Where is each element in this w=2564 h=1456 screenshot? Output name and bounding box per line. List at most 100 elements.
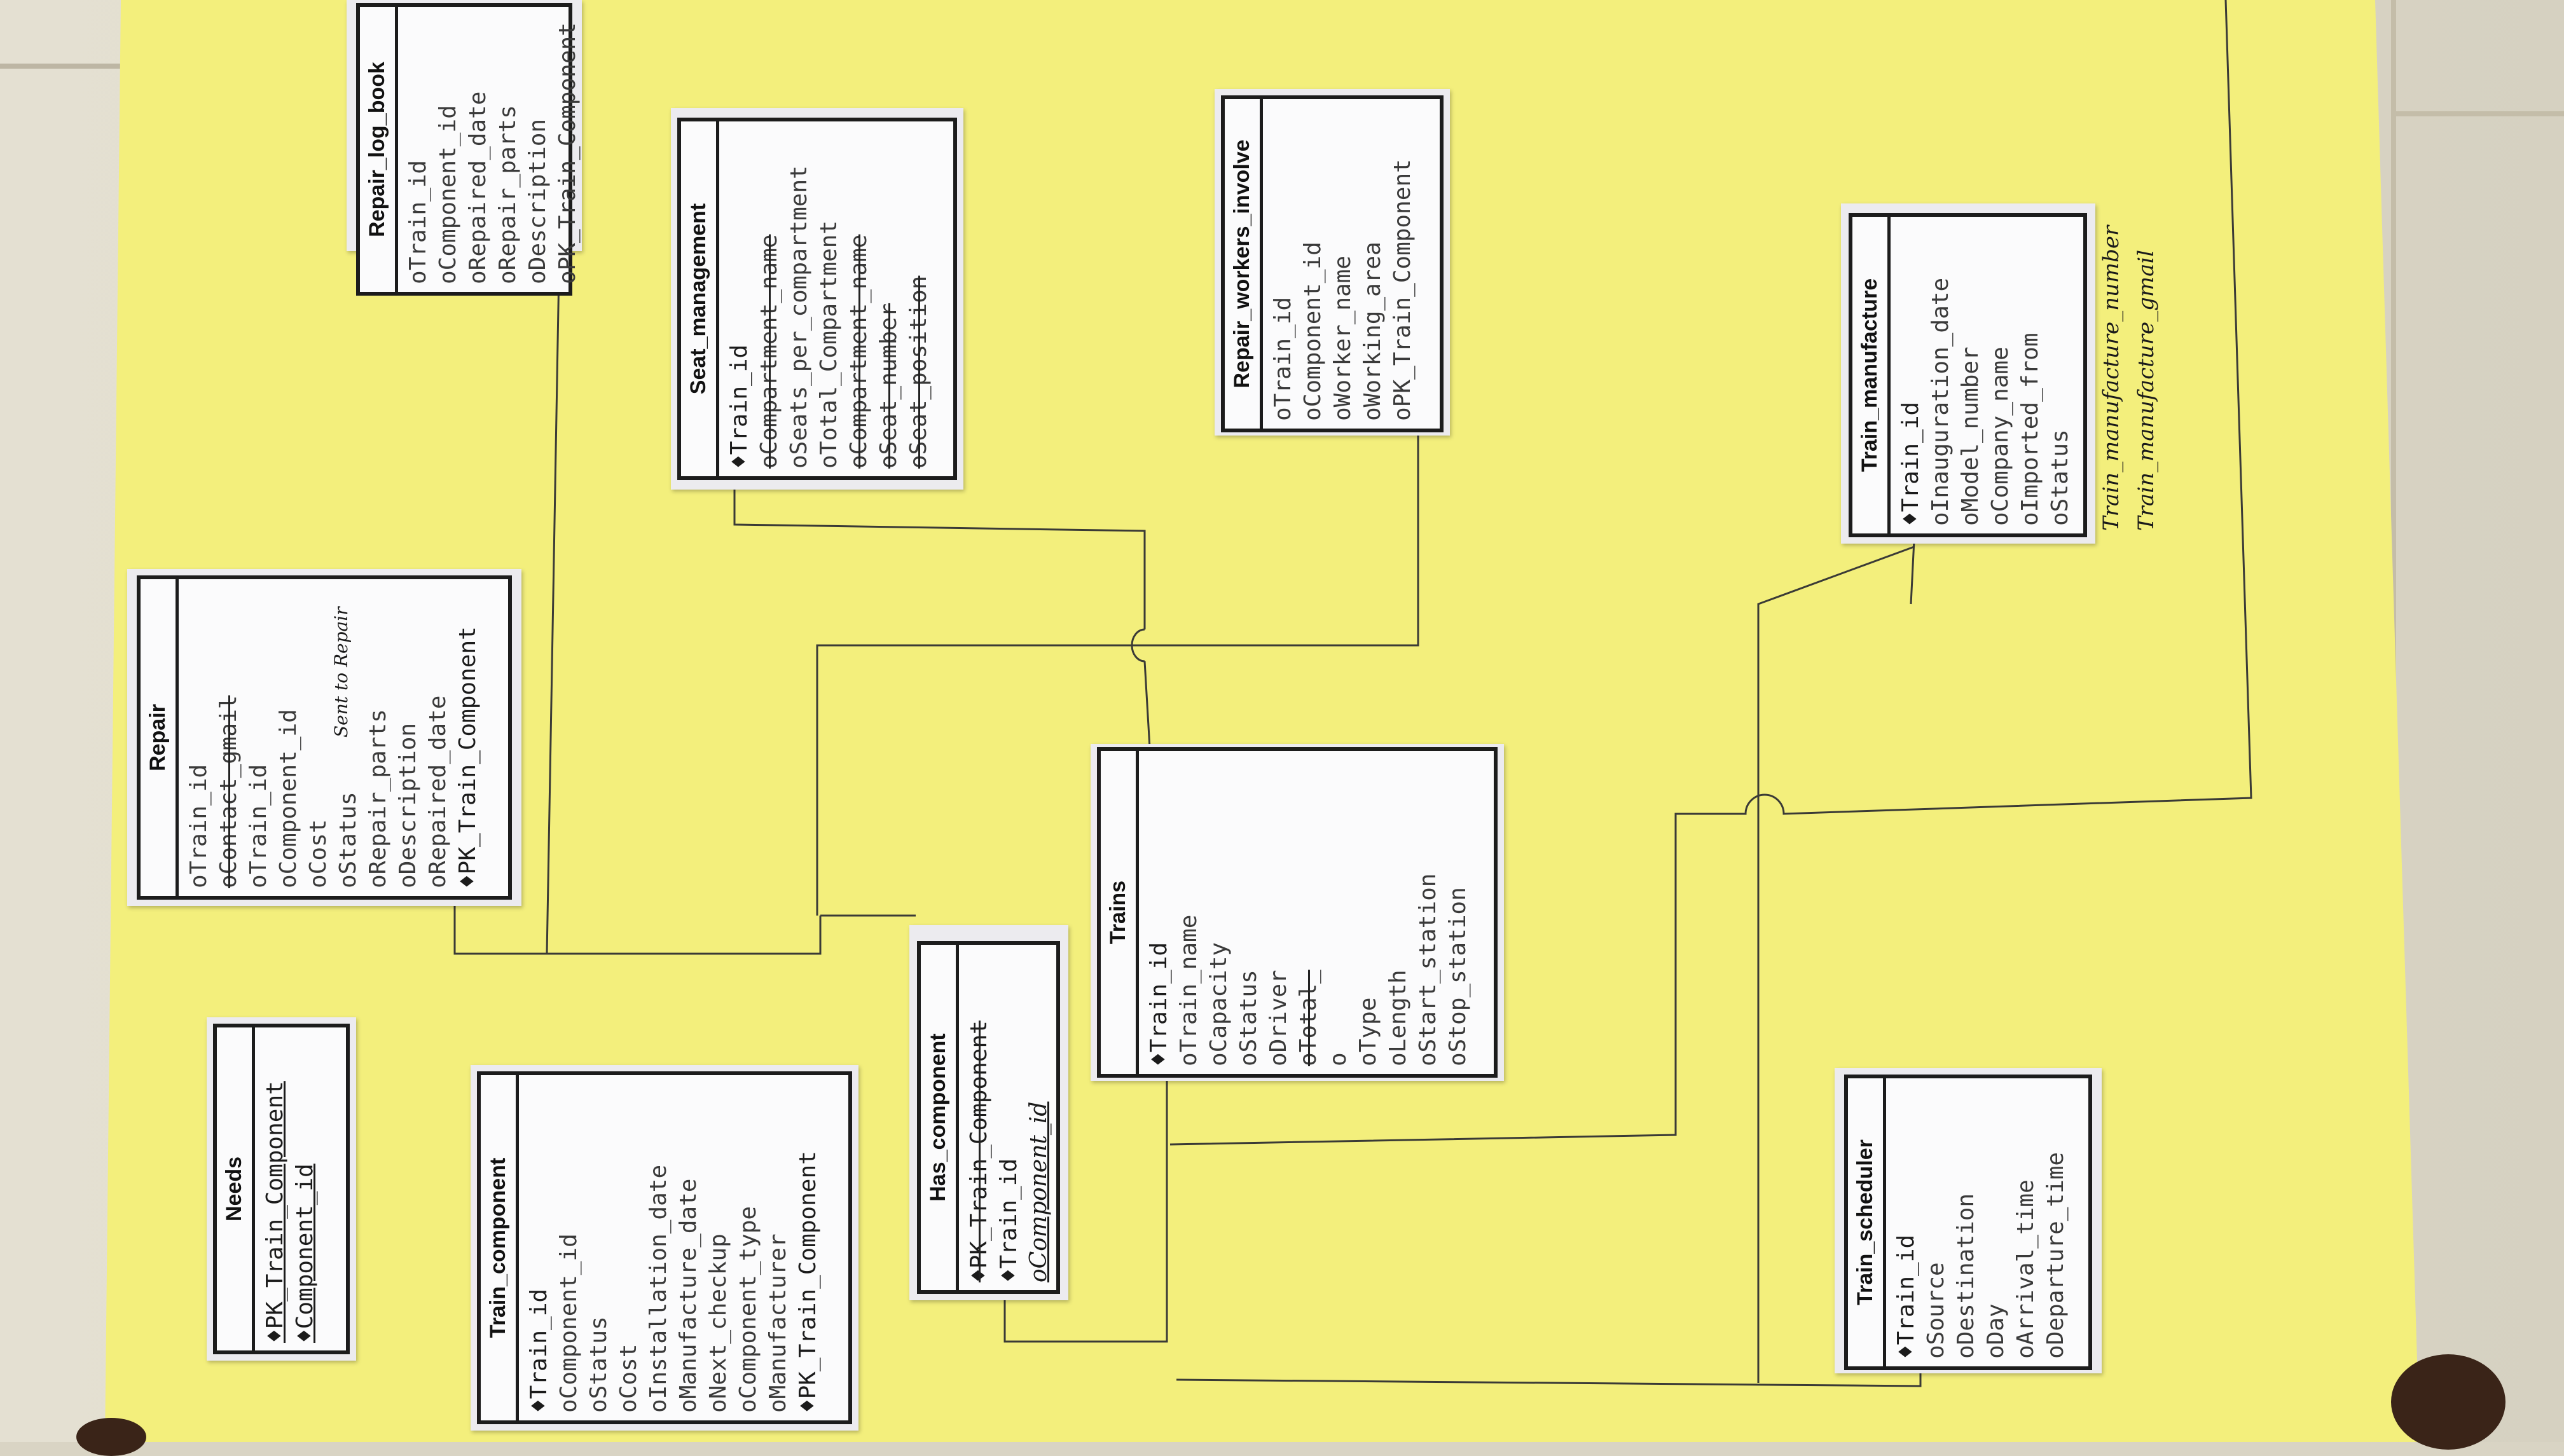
attribute: oPK_Train_Component [555, 22, 581, 284]
attribute: oRepaired_date [465, 91, 491, 284]
attribute: oType [1355, 997, 1381, 1066]
attribute: oStatus [1236, 970, 1262, 1066]
attribute: oManufacturer [765, 1233, 791, 1413]
attribute: oCompany_name [1987, 347, 2013, 526]
attribute: oManufacture_date [675, 1178, 701, 1413]
attribute: oDeparture_time [2043, 1151, 2069, 1359]
connector-line [816, 432, 1419, 916]
entity-train-scheduler: Train_scheduler ♦Train_id oSource oDesti… [1835, 1068, 2102, 1373]
entity-train-component: Train_component ♦Train_id oComponent_id … [471, 1065, 858, 1431]
entity-title: Train_scheduler [1848, 1078, 1886, 1366]
attribute: oComponent_id [275, 709, 301, 888]
attribute: oSeats_per_compartment [786, 165, 812, 469]
attribute: oDescription [395, 722, 421, 888]
attribute: ♦Train_id [1898, 401, 1924, 526]
entity-title: Has_component [921, 945, 959, 1290]
attribute: oTotal_ [1295, 970, 1321, 1066]
connector-line [453, 903, 822, 955]
attribute: oPK_Train_Component [1389, 159, 1416, 421]
entity-title: Repair_workers_involve [1225, 99, 1263, 429]
attribute: oCompartment_name [756, 234, 782, 469]
attribute: oSeat_position [906, 275, 932, 469]
attribute: oTrain_id [405, 160, 431, 284]
entity-title: Train_manufacture [1852, 217, 1891, 533]
tile-grout [0, 64, 127, 69]
attribute: oSource [1923, 1262, 1949, 1359]
entity-seat-management: Seat_management ♦Train_id oCompartment_n… [671, 108, 963, 490]
connector-line [1910, 540, 1915, 605]
attribute: oRepair_parts [365, 709, 391, 888]
attribute: ♦PK_Train_Component [455, 626, 481, 888]
attribute: ♦Train_id [1893, 1234, 1919, 1359]
attribute: oStart_station [1415, 873, 1441, 1066]
attribute: oComponent_id [1026, 1101, 1052, 1282]
attribute: ♦Train_id [996, 1158, 1022, 1282]
entity-repair: Repair oTrain_id oContact_gmail oTrain_i… [127, 569, 521, 906]
thumb [2391, 1354, 2505, 1450]
connector-line [1757, 546, 1915, 1383]
attribute: oInauguration_date [1927, 277, 1954, 526]
entity-title: Train_component [481, 1075, 519, 1420]
entity-title: Trains [1101, 751, 1139, 1074]
attribute: ♦PK_Train_Component [262, 1081, 288, 1343]
entity-title: Seat_management [681, 121, 719, 476]
attribute: oCost [616, 1343, 642, 1413]
attribute: oComponent_id [1300, 242, 1326, 421]
attribute: oContact_gmail [216, 695, 242, 888]
attribute: oStatus [586, 1316, 612, 1413]
attribute: ♦PK_Train_Component [795, 1151, 821, 1413]
entity-needs: Needs ♦PK_Train_Component ♦Component_id [207, 1017, 356, 1361]
attribute: oComponent_type [735, 1205, 761, 1413]
attribute: oDay [1983, 1303, 2009, 1359]
attribute: ♦Train_id [726, 344, 752, 469]
entity-repair-workers-involve: Repair_workers_involve oTrain_id oCompon… [1215, 89, 1450, 436]
attribute: oRepaired_date [425, 695, 451, 888]
connector-line [1169, 0, 2252, 1146]
attribute: oStatus [2047, 429, 2073, 526]
attribute: oWorker_name [1330, 255, 1356, 421]
attribute: ♦Train_id [1146, 942, 1172, 1066]
entity-has-component: Has_component ♦PK_Train_Component ♦Train… [909, 925, 1068, 1300]
attribute: oDescription [525, 118, 551, 284]
handwritten-note: Train_manufacture_number [2099, 225, 2124, 531]
attribute: oTrain_id [186, 764, 212, 888]
attribute: oComponent_id [556, 1233, 582, 1413]
connector-line [1176, 1367, 1922, 1387]
attribute: ♦PK_Train_Component [966, 1020, 992, 1282]
handwritten-note: Train_manufacture_gmail [2133, 249, 2159, 531]
attribute: oTotal_Compartment [816, 220, 842, 469]
attribute: oNext_checkup [705, 1233, 731, 1413]
entity-title: Repair_log_book [360, 7, 398, 292]
attribute: oWorking_area [1360, 242, 1386, 421]
entity-repair-log-book: Repair_log_book oTrain_id oComponent_id … [347, 0, 582, 296]
attribute: o [1325, 1052, 1351, 1066]
entity-title: Needs [217, 1027, 255, 1350]
attribute: oComponent_id [435, 105, 461, 284]
attribute: oDriver [1265, 970, 1292, 1066]
connector-line [1003, 1081, 1168, 1343]
attribute: oRepair_parts [495, 105, 521, 284]
connector-line [546, 235, 561, 954]
entity-train-manufacture: Train_manufacture ♦Train_id oInauguratio… [1841, 203, 2095, 544]
attribute: oModel_number [1957, 347, 1983, 526]
attribute: oTrain_id [1270, 296, 1296, 421]
attribute: oCompartment_name [846, 234, 872, 469]
attribute: oTrain_id [245, 764, 272, 888]
attribute: oStop_station [1445, 887, 1471, 1066]
attribute: oDestination [1953, 1193, 1979, 1359]
finger [76, 1418, 146, 1456]
attribute: ♦Component_id [292, 1164, 318, 1343]
attribute: ♦Train_id [526, 1288, 552, 1413]
attribute: oInstallation_date [645, 1164, 672, 1413]
entity-trains: Trains ♦Train_id oTrain_name oCapacity o… [1091, 744, 1504, 1081]
tile-grout [2391, 111, 2564, 116]
attribute: oCost [305, 819, 331, 888]
handwritten-annotation: Sent to Repair [331, 607, 352, 738]
attribute: oArrival_time [2013, 1179, 2039, 1359]
attribute: oSeat_number [876, 303, 902, 469]
entity-title: Repair [141, 579, 179, 896]
attribute: oImported_from [2017, 333, 2043, 526]
attribute: oLength [1385, 970, 1411, 1066]
attribute: oCapacity [1206, 942, 1232, 1066]
